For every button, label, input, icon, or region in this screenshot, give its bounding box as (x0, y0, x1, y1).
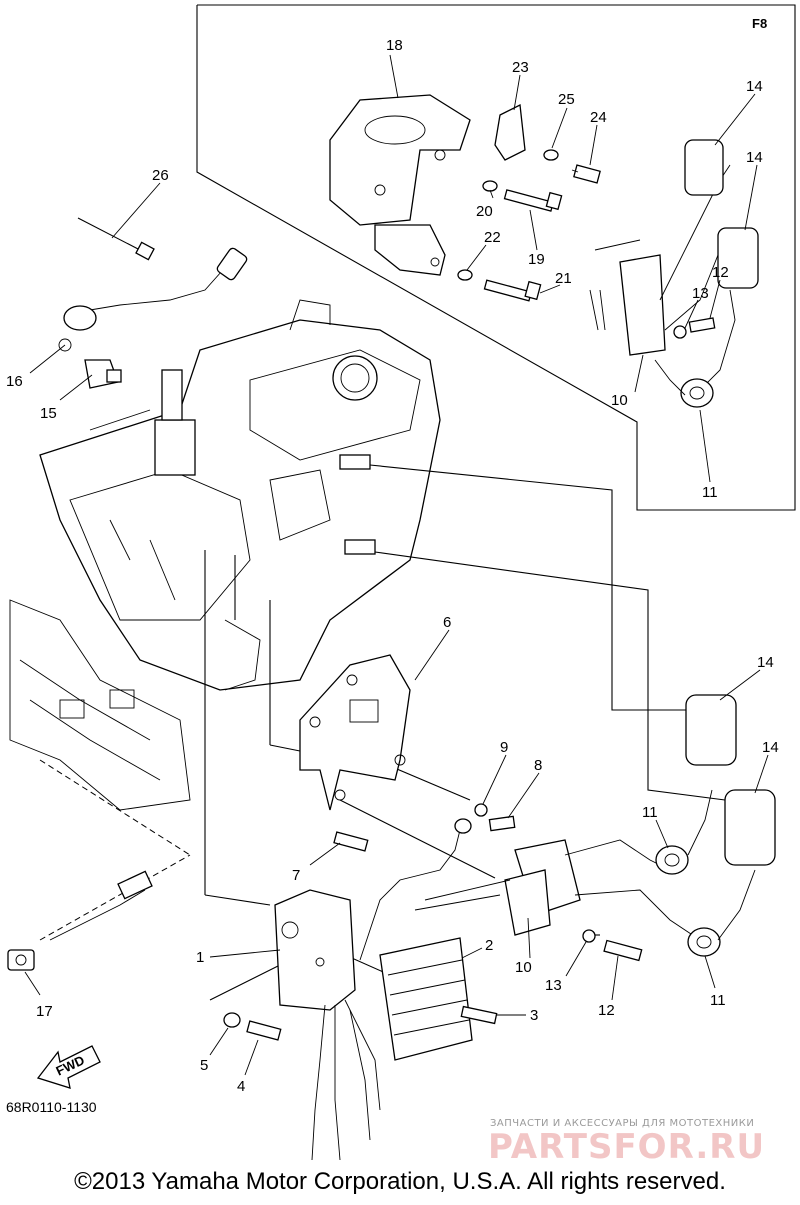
watermark-brand: PARTSFOR.RU (488, 1127, 765, 1167)
callout-14d: 14 (762, 739, 779, 756)
copyright-notice: ©2013 Yamaha Motor Corporation, U.S.A. A… (74, 1168, 726, 1195)
callout-19: 19 (528, 251, 545, 268)
watermark-tagline: ЗАПЧАСТИ И АКСЕССУАРЫ ДЛЯ МОТОТЕХНИКИ (490, 1118, 754, 1129)
part-18-bracket (329, 94, 471, 276)
connection-lines (204, 464, 726, 1001)
callout-10b: 10 (515, 959, 532, 976)
lower-housing (9, 599, 191, 941)
callout-10a: 10 (611, 392, 628, 409)
callout-7: 7 (292, 867, 300, 884)
watermark: ЗАПЧАСТИ И АКСЕССУАРЫ ДЛЯ МОТОТЕХНИКИ PA… (488, 1118, 765, 1167)
diagram-part-number: 68R0110-1130 (6, 1099, 97, 1115)
callout-13a: 13 (692, 285, 709, 302)
part-7-bolt (333, 831, 369, 852)
part-3-screw (460, 1005, 498, 1025)
callout-12b: 12 (598, 1002, 615, 1019)
part-6-plate (299, 654, 411, 811)
callout-14b: 14 (746, 149, 763, 166)
part-16-sensor-lead (58, 247, 248, 352)
callout-11b: 11 (642, 804, 658, 821)
callout-18: 18 (386, 37, 403, 54)
callout-24: 24 (590, 109, 607, 126)
callout-8: 8 (534, 757, 542, 774)
callout-5: 5 (200, 1057, 208, 1074)
callout-labels: 18 23 25 24 14 14 12 13 10 11 20 19 22 2… (6, 37, 779, 1095)
fwd-arrow-icon: FWD (36, 1045, 101, 1089)
inset-ignition-coil (589, 139, 759, 408)
part-21-bolt (483, 279, 542, 302)
part-1-wire-harness (311, 999, 381, 1161)
main-ignition-coil (414, 694, 776, 957)
callout-15: 15 (40, 405, 57, 422)
callout-14c: 14 (757, 654, 774, 671)
part-23-clip (494, 104, 526, 161)
callout-9: 9 (500, 739, 508, 756)
callout-4: 4 (237, 1078, 245, 1095)
callout-13b: 13 (545, 977, 562, 994)
callout-11c: 11 (710, 992, 726, 1009)
callout-6: 6 (443, 614, 451, 631)
f8-inset-frame: F8 (196, 4, 796, 511)
callout-11a: 11 (702, 484, 718, 501)
part-8-bolt (488, 815, 516, 832)
part-24-bolt (571, 164, 601, 184)
callout-2: 2 (485, 937, 493, 954)
callout-1: 1 (196, 949, 204, 966)
callout-21: 21 (555, 270, 572, 287)
part-15-thermo-switch (84, 359, 122, 389)
part-13-washer (582, 929, 596, 943)
inset-part-12-bolt (688, 317, 716, 333)
engine-block (39, 299, 441, 691)
callout-26: 26 (152, 167, 169, 184)
part-12-bolt (603, 939, 643, 962)
part-22-washer (457, 269, 473, 281)
callout-16: 16 (6, 373, 23, 390)
part-17-sensor (7, 870, 153, 971)
part-1-cdi-unit (274, 889, 356, 1011)
part-26-cable-tie (77, 217, 155, 261)
inset-part-13-washer (673, 325, 687, 339)
callout-17: 17 (36, 1003, 53, 1020)
callout-25: 25 (558, 91, 575, 108)
callout-14a: 14 (746, 78, 763, 95)
part-19-bolt (503, 189, 563, 212)
callout-12a: 12 (712, 264, 729, 281)
callout-leaders (24, 54, 769, 1076)
inset-label: F8 (752, 16, 767, 31)
part-4-bolt (246, 1020, 282, 1041)
part-2-rectifier (379, 937, 473, 1061)
callout-3: 3 (530, 1007, 538, 1024)
part-5-washer (223, 1012, 241, 1028)
callout-22: 22 (484, 229, 501, 246)
part-25-washer (543, 149, 559, 161)
callout-20: 20 (476, 203, 493, 220)
part-20-washer (482, 180, 498, 192)
part-9-washer (474, 803, 488, 817)
ground-lead (359, 818, 472, 961)
callout-23: 23 (512, 59, 529, 76)
